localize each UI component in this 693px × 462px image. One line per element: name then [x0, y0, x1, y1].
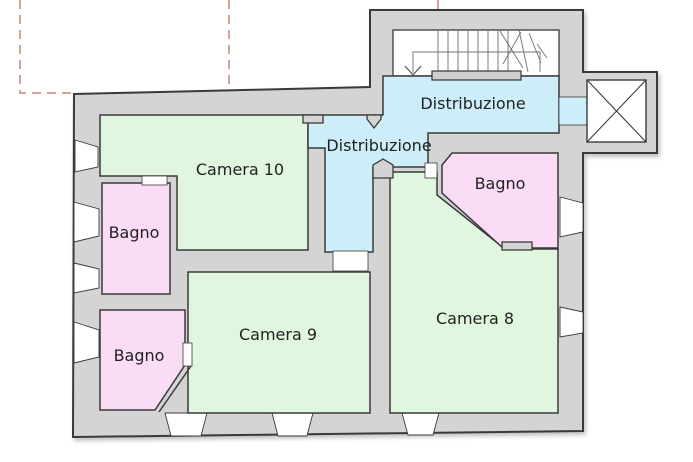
label-camera-9: Camera 9 — [239, 325, 317, 344]
door-leaf-bagno-right — [501, 241, 533, 251]
wall-diagonal-bagno-lower-left — [158, 365, 192, 413]
elevator-door-opening — [558, 96, 588, 126]
label-bagno-upper-left: Bagno — [109, 223, 160, 242]
window-right-2 — [559, 306, 584, 338]
window-left-1 — [74, 139, 99, 173]
stair-handrail — [431, 70, 522, 81]
wall-stubs — [302, 114, 533, 251]
room-bagno-lower-left — [99, 309, 186, 411]
rooms — [99, 75, 560, 414]
wall-stub-corridor-top — [302, 114, 324, 124]
window-right-1 — [559, 196, 584, 238]
dashed-boundary-left — [19, 0, 73, 94]
label-camera-10: Camera 10 — [196, 160, 284, 179]
arrow-head-left — [404, 65, 414, 76]
elevator-shaft — [586, 79, 647, 143]
wall-stub-distribuzione-jamb — [366, 114, 382, 130]
label-distribuzione-upper: Distribuzione — [420, 94, 525, 113]
label-bagno-lower-left: Bagno — [114, 346, 165, 365]
wall-stub-divider-top — [372, 158, 394, 179]
window-left-3 — [73, 262, 100, 294]
window-openings — [73, 139, 584, 437]
stair-direction-arrow — [404, 65, 422, 76]
boundary-dashed-lines — [19, 0, 439, 94]
label-camera-8: Camera 8 — [436, 309, 514, 328]
stair-walk-line — [412, 51, 541, 73]
window-left-4 — [73, 321, 100, 364]
window-left-2 — [73, 201, 100, 243]
window-bottom-1 — [164, 412, 208, 437]
label-bagno-upper-right: Bagno — [475, 174, 526, 193]
window-bottom-3 — [401, 412, 440, 436]
door-bagno-upper-right — [424, 162, 438, 179]
window-bottom-2 — [271, 412, 314, 437]
elevator-cross-line-2 — [586, 79, 647, 143]
staircase — [412, 29, 548, 73]
stair-break-mark — [502, 31, 522, 65]
door-bagno-upper-left — [141, 175, 168, 186]
arrow-head-right — [412, 65, 422, 76]
door-openings — [141, 162, 438, 367]
door-camera-9 — [332, 250, 369, 272]
room-labels: Camera 10 Camera 9 Camera 8 Bagno Bagno … — [109, 94, 526, 365]
label-distribuzione-central: Distribuzione — [326, 136, 431, 155]
stair-winder-tread — [518, 29, 529, 73]
door-bagno-lower-left — [182, 342, 193, 367]
stair-winder-tread — [528, 32, 542, 64]
stair-winder-tread — [536, 43, 548, 59]
